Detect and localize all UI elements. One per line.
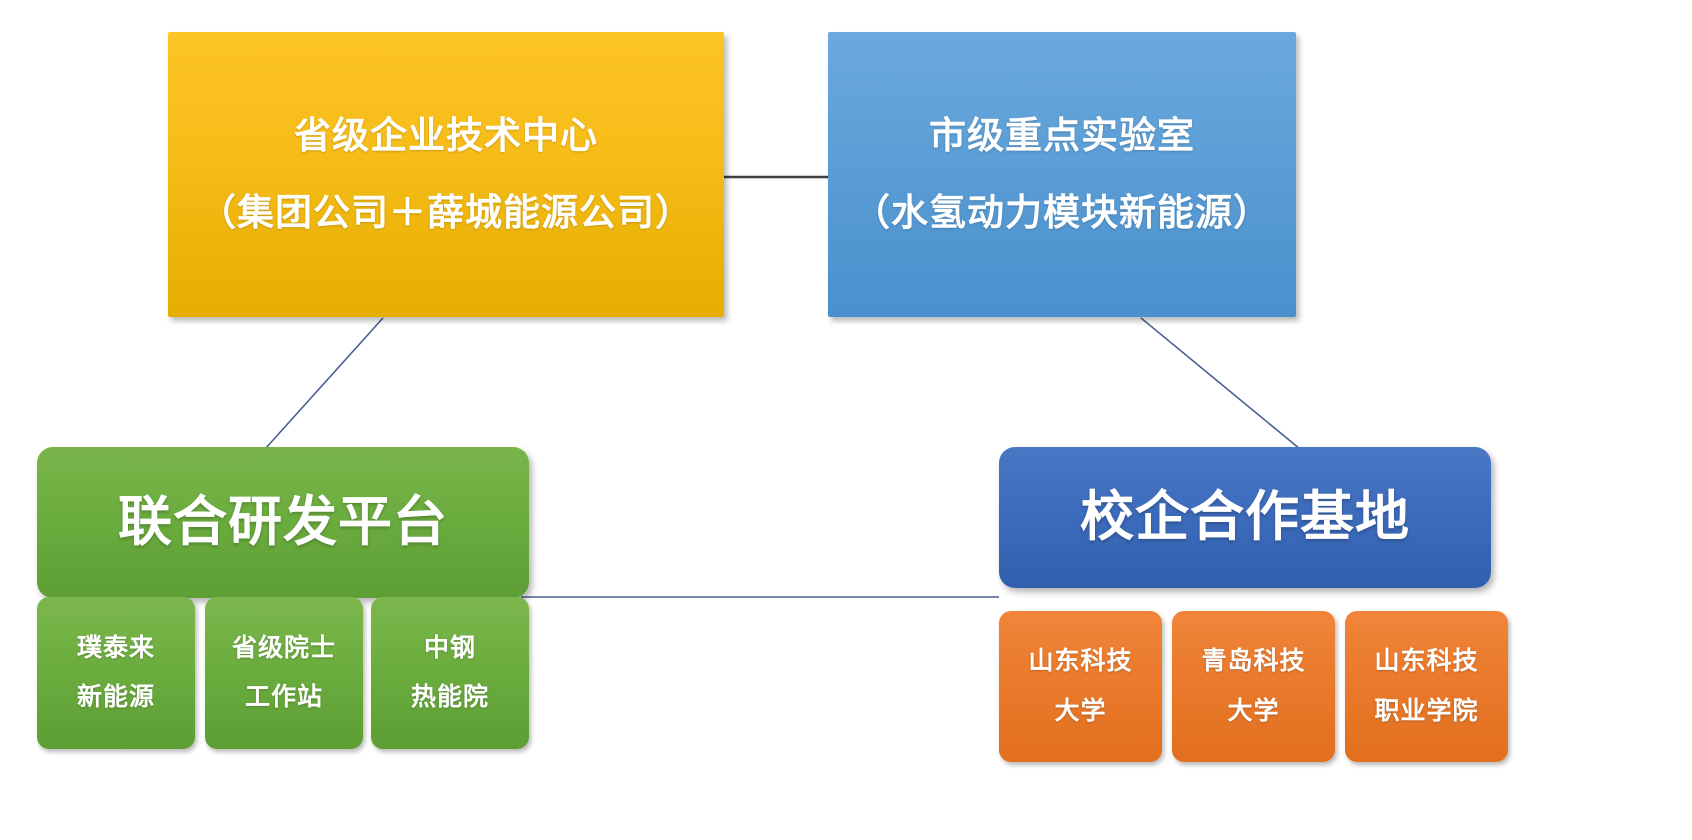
- chip-label-line-1: 中钢: [423, 633, 476, 662]
- chip-label-line-2: 职业学院: [1374, 696, 1479, 725]
- node-city-key-laboratory[interactable]: 市级重点实验室 （水氢动力模块新能源）: [828, 32, 1296, 317]
- chip-label-line-1: 山东科技: [1374, 647, 1479, 675]
- node-school-enterprise-cooperation-base[interactable]: 校企合作基地: [999, 447, 1491, 588]
- chip-partner-academician-workstation[interactable]: 省级院士 工作站: [205, 597, 363, 749]
- node-title-line-1: 市级重点实验室: [929, 114, 1195, 156]
- chip-partner-putailai[interactable]: 璞泰来 新能源: [37, 597, 195, 749]
- node-provincial-enterprise-technology-center[interactable]: 省级企业技术中心 （集团公司＋薛城能源公司）: [168, 32, 724, 317]
- connector-center-to-jointrd: [264, 317, 384, 450]
- node-title-line-2: （集团公司＋薛城能源公司）: [199, 191, 693, 233]
- connector-lab-to-schoolbase: [1140, 317, 1301, 450]
- chip-label-line-2: 大学: [1054, 696, 1107, 725]
- chip-partner-shandong-university-of-science-and-technology[interactable]: 山东科技 大学: [999, 611, 1162, 762]
- chip-label-line-1: 璞泰来: [76, 633, 155, 662]
- chip-label-line-2: 热能院: [410, 683, 489, 711]
- chip-partner-qingdao-university-of-science-and-technology[interactable]: 青岛科技 大学: [1172, 611, 1335, 762]
- chip-label-line-2: 工作站: [244, 683, 323, 711]
- node-label: 校企合作基地: [1080, 487, 1410, 548]
- chip-label-line-1: 山东科技: [1028, 647, 1133, 675]
- chip-partner-shandong-vocational-college-of-science-and-technology[interactable]: 山东科技 职业学院: [1345, 611, 1508, 762]
- node-joint-rd-platform[interactable]: 联合研发平台: [37, 447, 529, 598]
- chip-label-line-2: 大学: [1227, 696, 1280, 725]
- chip-label-line-1: 青岛科技: [1201, 647, 1306, 675]
- chip-partner-zhonggang-thermal-institute[interactable]: 中钢 热能院: [371, 597, 529, 749]
- node-title-line-2: （水氢动力模块新能源）: [853, 191, 1271, 233]
- chip-label-line-2: 新能源: [76, 683, 155, 711]
- chip-label-line-1: 省级院士: [231, 633, 336, 662]
- node-label: 联合研发平台: [118, 492, 448, 553]
- node-title-line-1: 省级企业技术中心: [294, 114, 598, 156]
